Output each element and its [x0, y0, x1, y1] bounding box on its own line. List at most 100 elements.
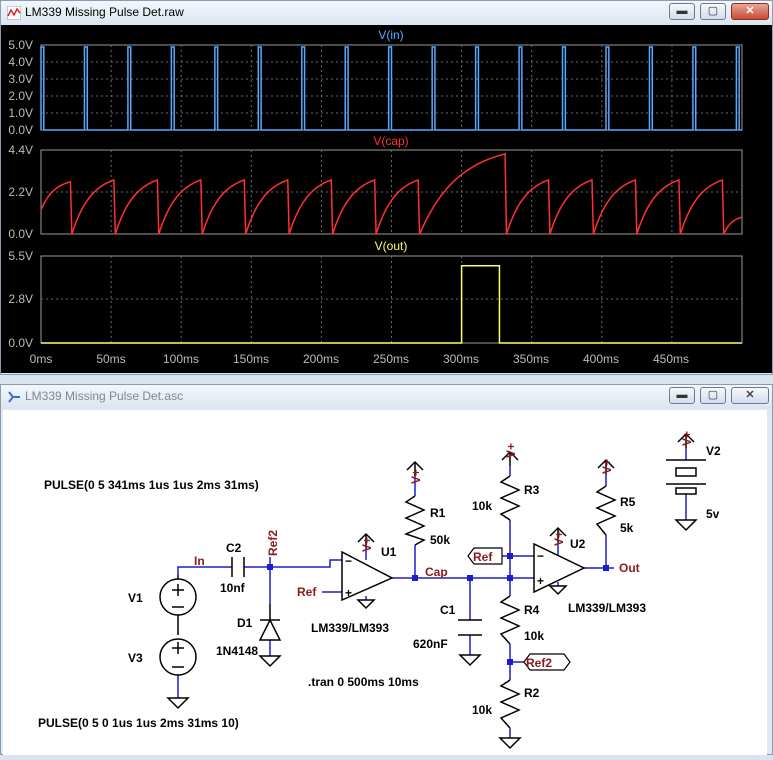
net-label-ref-u1: Ref: [297, 585, 317, 599]
vplus-label: V+: [360, 537, 374, 552]
close-button[interactable]: ✕: [731, 3, 769, 20]
junctions: [267, 553, 609, 665]
c2-value: 10nf: [220, 581, 246, 595]
svg-text:−: −: [345, 554, 352, 568]
vplus-labels: V+ V+ V+ V+ V+ V+: [360, 431, 694, 552]
r1-label: R1: [430, 506, 446, 520]
net-label-ref-u2: Ref: [473, 550, 493, 564]
d1-value: 1N4148: [216, 644, 258, 658]
net-label-ref2-vertical: Ref2: [266, 530, 280, 556]
y-tick: 0.0V: [8, 227, 33, 241]
r4-value: 10k: [524, 629, 544, 643]
r2-symbol: [499, 679, 521, 729]
svg-text:+: +: [345, 586, 352, 600]
net-label-out: Out: [619, 561, 640, 575]
y-tick: 1.0V: [8, 106, 33, 120]
ground-icon: [674, 519, 698, 532]
minimize-button[interactable]: ▬: [669, 3, 695, 20]
svg-text:−: −: [537, 549, 544, 563]
vplus-flags: [357, 432, 695, 548]
schematic-titlebar[interactable]: LM339 Missing Pulse Det.asc ▬ ▢ ✕: [1, 385, 772, 409]
c1-value: 620nF: [413, 637, 448, 651]
trace-vcap-line: [40, 152, 743, 235]
c2-label: C2: [226, 541, 242, 555]
net-label-cap: Cap: [425, 565, 448, 579]
x-tick: 300ms: [443, 352, 479, 366]
x-tick: 400ms: [583, 352, 619, 366]
ground-icon: [356, 599, 376, 610]
r3-value: 10k: [472, 499, 492, 513]
y-tick: 4.0V: [8, 55, 33, 69]
vplus-label: V+: [600, 459, 614, 474]
vplus-label: V+: [552, 531, 566, 546]
x-tick: 350ms: [513, 352, 549, 366]
ground-icon: [166, 697, 190, 710]
y-tick: 0.0V: [8, 336, 33, 350]
trace-vin-line: [40, 46, 742, 131]
u1-label: U1: [381, 545, 397, 559]
maximize-button[interactable]: ▢: [700, 3, 726, 20]
y-tick: 2.8V: [8, 292, 33, 306]
net-label-ref2: Ref2: [526, 656, 552, 670]
waveform-titlebar[interactable]: LM339 Missing Pulse Det.raw ▬ ▢ ✕: [1, 1, 772, 25]
r3-symbol: [499, 475, 521, 521]
ref-flag: [467, 547, 503, 565]
r1-value: 50k: [430, 533, 450, 547]
ref2-flag: [523, 653, 571, 671]
u1-value: LM339/LM393: [311, 621, 389, 635]
trace-label-vin[interactable]: V(in): [378, 28, 403, 42]
schematic-window-title: LM339 Missing Pulse Det.asc: [25, 389, 184, 403]
ground-icon: [498, 737, 522, 750]
c1-label: C1: [440, 603, 456, 617]
x-tick: 250ms: [373, 352, 409, 366]
y-tick: 2.2V: [8, 185, 33, 199]
r3-label: R3: [524, 483, 540, 497]
waveform-plot-area[interactable]: V(in) V(cap) V(out) 5.0V 4.0V 3.0V 2.0V …: [1, 25, 772, 373]
schematic-app-icon: [8, 391, 20, 403]
r4-label: R4: [524, 603, 540, 617]
v3-label: V3: [128, 651, 143, 665]
trace-label-vout[interactable]: V(out): [375, 239, 408, 253]
net-label-in: In: [194, 554, 205, 568]
x-tick: 200ms: [303, 352, 339, 366]
schematic-svg[interactable]: −+ −+ V+ V+ V+ V+ V+ V+: [3, 410, 767, 755]
v2-battery-symbol: [666, 459, 706, 495]
r1-symbol: [403, 495, 426, 546]
y-tick: 5.0V: [8, 38, 33, 52]
v1-label: V1: [128, 591, 143, 605]
r4-symbol: [499, 595, 521, 645]
v2-value: 5v: [706, 507, 720, 521]
y-tick: 4.4V: [8, 143, 33, 157]
r2-label: R2: [524, 686, 540, 700]
v2-label: V2: [706, 444, 721, 458]
y-tick: 3.0V: [8, 72, 33, 86]
opamps: [341, 542, 586, 602]
ground-icon: [258, 655, 282, 668]
r2-value: 10k: [472, 703, 492, 717]
grounds: [166, 519, 698, 750]
schematic-maximize-button[interactable]: ▢: [700, 387, 726, 404]
net-labels: In Ref2 Ref Cap Ref Out Ref2: [194, 530, 640, 670]
r5-label: R5: [620, 495, 636, 509]
x-tick: 450ms: [653, 352, 689, 366]
r5-symbol: [595, 485, 617, 536]
trace-label-vcap[interactable]: V(cap): [373, 134, 408, 148]
x-tick: 50ms: [96, 352, 125, 366]
opamp-pin-signs: −+ −+: [345, 549, 544, 600]
tran-directive: .tran 0 500ms 10ms: [308, 675, 419, 689]
x-axis-ticks: 0ms 50ms 100ms 150ms 200ms 250ms 300ms 3…: [30, 352, 689, 366]
vplus-label: V+: [409, 469, 423, 484]
schematic-minimize-button[interactable]: ▬: [669, 387, 695, 404]
schematic-close-button[interactable]: ✕: [731, 387, 769, 404]
waveform-plots[interactable]: V(in) V(cap) V(out) 5.0V 4.0V 3.0V 2.0V …: [1, 25, 772, 373]
vplus-label: V+: [504, 443, 518, 458]
v3-pulse-directive: PULSE(0 5 0 1us 1us 2ms 31ms 10): [38, 716, 239, 730]
schematic-canvas[interactable]: −+ −+ V+ V+ V+ V+ V+ V+: [3, 410, 767, 755]
net-flags: [467, 547, 571, 671]
x-tick: 0ms: [30, 352, 53, 366]
voltage-sources: [159, 575, 197, 676]
u1-symbol: [341, 550, 394, 602]
waveform-window-title: LM339 Missing Pulse Det.raw: [25, 5, 184, 19]
ground-icon: [458, 654, 482, 667]
x-tick: 150ms: [233, 352, 269, 366]
